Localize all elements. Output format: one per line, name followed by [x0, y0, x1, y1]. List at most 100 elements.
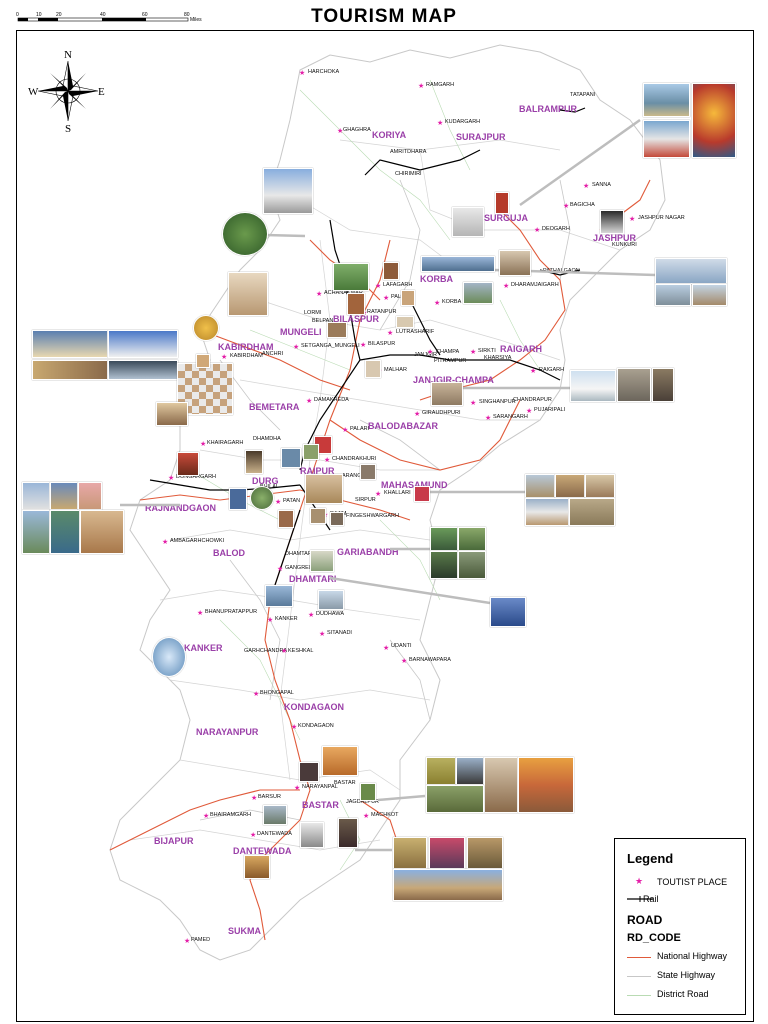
district-label-raigarh[interactable]: RAIGARH: [500, 344, 542, 354]
place-label-dudhawa[interactable]: DUDHAWA: [316, 611, 345, 617]
tourist-photo[interactable]: [430, 527, 458, 551]
place-label-kondagaon[interactable]: KONDAGAON: [298, 723, 334, 729]
tourist-photo[interactable]: [78, 482, 102, 510]
tourist-place-marker[interactable]: ★: [294, 785, 301, 792]
tourist-photo[interactable]: [421, 256, 495, 272]
tourist-place-marker[interactable]: ★: [319, 631, 326, 638]
place-label-harchoka[interactable]: HARCHOKA: [308, 69, 340, 75]
tourist-photo[interactable]: [383, 262, 399, 280]
district-label-korba[interactable]: KORBA: [420, 274, 453, 284]
tourist-photo[interactable]: [426, 785, 484, 813]
tourist-photo[interactable]: [263, 805, 287, 825]
tourist-photo[interactable]: [250, 486, 274, 510]
tourist-photo[interactable]: [643, 83, 690, 117]
tourist-photo[interactable]: [393, 837, 427, 869]
tourist-photo[interactable]: [303, 444, 319, 460]
tourist-place-marker[interactable]: ★: [383, 645, 390, 652]
place-label-barsur[interactable]: BARSUR: [258, 794, 281, 800]
tourist-photo[interactable]: [600, 210, 624, 234]
tourist-photo[interactable]: [360, 464, 376, 480]
place-label-garhchandra[interactable]: GARHCHANDRA: [244, 648, 288, 654]
tourist-place-marker[interactable]: ★: [534, 227, 541, 234]
tourist-photo[interactable]: [222, 212, 268, 256]
tourist-photo[interactable]: [228, 272, 268, 316]
tourist-photo[interactable]: [32, 360, 108, 380]
tourist-photo[interactable]: [458, 551, 486, 579]
tourist-place-marker[interactable]: ★: [526, 408, 533, 415]
tourist-place-marker[interactable]: ★: [221, 354, 228, 361]
place-label-kudargarh[interactable]: KUDARGARH: [445, 119, 481, 125]
tourist-photo[interactable]: [156, 402, 188, 426]
place-label-pithampur[interactable]: PITHAMPUR: [434, 358, 467, 364]
tourist-photo[interactable]: [245, 450, 263, 474]
place-label-sirkti[interactable]: SIRKTI: [478, 348, 496, 354]
tourist-photo[interactable]: [347, 293, 365, 315]
tourist-photo[interactable]: [692, 83, 736, 158]
tourist-photo[interactable]: [499, 250, 531, 276]
tourist-photo[interactable]: [330, 512, 344, 526]
tourist-photo[interactable]: [310, 508, 326, 524]
tourist-photo[interactable]: [555, 474, 585, 498]
district-label-kanker[interactable]: KANKER: [184, 643, 223, 653]
place-label-ghaghra[interactable]: GHAGHRA: [343, 127, 371, 133]
tourist-photo[interactable]: [426, 757, 456, 785]
tourist-photo[interactable]: [278, 510, 294, 528]
tourist-photo[interactable]: [22, 510, 50, 554]
tourist-photo[interactable]: [692, 284, 727, 306]
tourist-photo[interactable]: [263, 168, 313, 214]
tourist-photo[interactable]: [305, 474, 343, 504]
tourist-place-marker[interactable]: ★: [583, 183, 590, 190]
tourist-photo[interactable]: [80, 510, 124, 554]
tourist-photo[interactable]: [452, 207, 484, 237]
tourist-photo[interactable]: [655, 258, 727, 284]
place-label-dhamdha[interactable]: DHAMDHA: [253, 436, 281, 442]
tourist-place-marker[interactable]: ★: [375, 491, 382, 498]
tourist-photo[interactable]: [643, 120, 690, 158]
tourist-photo[interactable]: [322, 746, 358, 776]
tourist-place-marker[interactable]: ★: [299, 70, 306, 77]
tourist-photo[interactable]: [196, 354, 210, 368]
place-label-machkot[interactable]: MACHKOT: [371, 812, 399, 818]
district-label-surguja[interactable]: SURGUJA: [484, 213, 529, 223]
place-label-anchri[interactable]: ANCHRI: [262, 351, 284, 357]
tourist-place-marker[interactable]: ★: [360, 342, 367, 349]
place-label-fingeshwargarh[interactable]: FINGESHWARGARH: [346, 513, 399, 519]
place-label-deogarh[interactable]: DEOGARH: [542, 226, 570, 232]
place-label-gangrel[interactable]: GANGREL: [285, 565, 312, 571]
tourist-photo[interactable]: [569, 498, 615, 526]
tourist-place-marker[interactable]: ★: [316, 291, 323, 298]
tourist-place-marker[interactable]: ★: [277, 566, 284, 573]
place-label-keshkal[interactable]: KESHKAL: [288, 648, 314, 654]
district-label-raipur[interactable]: RAIPUR: [300, 466, 335, 476]
place-label-dantewada[interactable]: DANTEWADA: [257, 831, 292, 837]
place-label-dhamtari[interactable]: DHAMTARI: [285, 551, 314, 557]
tourist-photo[interactable]: [229, 488, 247, 510]
tourist-photo[interactable]: [458, 527, 486, 551]
place-label-bhanupratappur[interactable]: BHANUPRATAPPUR: [205, 609, 258, 615]
district-label-dantewada[interactable]: DANTEWADA: [233, 846, 292, 856]
place-label-barnawapara[interactable]: BARNAWAPARA: [409, 657, 451, 663]
place-label-udanti[interactable]: UDANTI: [391, 643, 412, 649]
place-label-pujaripali[interactable]: PUJARIPALI: [534, 407, 566, 413]
place-label-khallari[interactable]: KHALLARI: [384, 490, 411, 496]
tourist-photo[interactable]: [429, 837, 465, 869]
district-label-jashpur[interactable]: JASHPUR: [593, 233, 637, 243]
place-label-kunkuri[interactable]: KUNKURI: [612, 242, 637, 248]
place-label-lutrasharif[interactable]: LUTRASHARIF: [396, 329, 435, 335]
place-label-bhilai[interactable]: BHILAI: [260, 484, 278, 490]
place-label-khairagarh[interactable]: KHAIRAGARH: [207, 440, 244, 446]
tourist-place-marker[interactable]: ★: [162, 539, 169, 546]
tourist-photo[interactable]: [299, 762, 319, 782]
district-label-bemetara[interactable]: BEMETARA: [249, 402, 300, 412]
tourist-place-marker[interactable]: ★: [401, 658, 408, 665]
place-label-sitanadi[interactable]: SITANADI: [327, 630, 352, 636]
tourist-place-marker[interactable]: ★: [375, 283, 382, 290]
tourist-photo[interactable]: [300, 822, 324, 848]
place-label-ambagarhchowki[interactable]: AMBAGARHCHOWKI: [170, 538, 225, 544]
tourist-photo[interactable]: [495, 192, 509, 214]
place-label-damakheda[interactable]: DAMAKHEDA: [314, 397, 349, 403]
tourist-place-marker[interactable]: ★: [250, 832, 257, 839]
place-label-setganga-mungeli[interactable]: SETGANGA_MUNGELI: [301, 343, 360, 349]
place-label-korba[interactable]: KORBA: [442, 299, 462, 305]
tourist-place-marker[interactable]: ★: [184, 938, 191, 945]
